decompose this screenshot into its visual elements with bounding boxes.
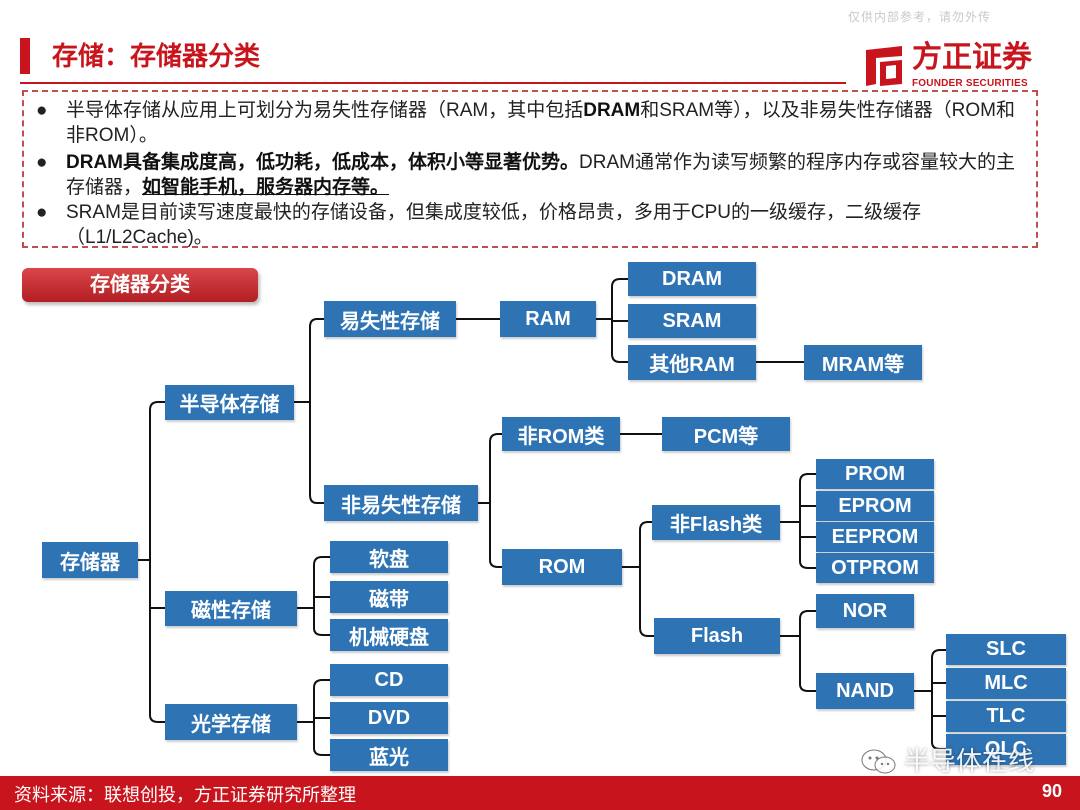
note-2-part-1: DRAM具备集成度高，低功耗，低成本，体积小等显著优势。	[66, 152, 579, 173]
wechat-icon	[861, 749, 896, 774]
note-item-2: ● DRAM具备集成度高，低功耗，低成本，体积小等显著优势。DRAM通常作为读写…	[36, 150, 1028, 200]
bullet-dot-icon: ●	[36, 100, 48, 121]
page-title: 存储：存储器分类	[52, 41, 261, 71]
node-pcm: PCM等	[662, 417, 790, 451]
node-eprom: EPROM	[816, 491, 934, 521]
note-text-3: SRAM是目前读写速度最快的存储设备，但集成度较低，价格昂贵，多用于CPU的一级…	[66, 200, 1028, 250]
node-slc: SLC	[946, 634, 1066, 665]
node-volatile-storage: 易失性存储	[324, 301, 456, 337]
node-qlc: QLC	[946, 734, 1066, 765]
bullet-dot-icon: ●	[36, 152, 48, 173]
logo-name-cn: 方正证券	[912, 41, 1032, 74]
source-note: 资料来源：联想创投，方正证券研究所整理	[14, 785, 356, 805]
node-mlc: MLC	[946, 668, 1066, 699]
node-dvd: DVD	[330, 702, 448, 734]
note-item-1: ● 半导体存储从应用上可划分为易失性存储器（RAM，其中包括DRAM和SRAM等…	[36, 98, 1028, 148]
node-ram: RAM	[500, 301, 596, 337]
note-1-part-1: 半导体存储从应用上可划分为易失性存储器（RAM，其中包括	[66, 100, 584, 121]
node-otprom: OTPROM	[816, 553, 934, 583]
note-2-part-2: DRAM通常作为读写频繁的程序内存或容量较大的主存储器，	[66, 152, 1015, 198]
node-semiconductor-storage: 半导体存储	[165, 385, 294, 420]
node-cd: CD	[330, 664, 448, 696]
node-optical-storage: 光学存储	[165, 704, 297, 740]
node-bluray: 蓝光	[330, 739, 448, 771]
node-dram: DRAM	[628, 262, 756, 296]
node-other-ram: 其他RAM	[628, 345, 756, 380]
title-divider	[20, 82, 846, 84]
node-rom: ROM	[502, 549, 622, 585]
note-1-part-3: 和SRAM等），以及非易失性存储器（ROM和非ROM）。	[66, 100, 1015, 146]
footer-bar	[0, 776, 1080, 810]
page-number: 90	[1041, 781, 1062, 801]
node-flash: Flash	[654, 618, 780, 654]
node-mram: MRAM等	[804, 345, 922, 380]
note-text-2: DRAM具备集成度高，低功耗，低成本，体积小等显著优势。DRAM通常作为读写频繁…	[66, 150, 1028, 200]
node-nonvolatile-storage: 非易失性存储	[324, 485, 478, 521]
node-non-rom: 非ROM类	[502, 417, 620, 451]
founder-logo-icon	[866, 46, 902, 86]
node-nand: NAND	[816, 673, 914, 709]
note-text-1: 半导体存储从应用上可划分为易失性存储器（RAM，其中包括DRAM和SRAM等），…	[66, 98, 1028, 148]
confidential-watermark: 仅供内部参考，请勿外传	[848, 10, 992, 24]
bullet-dot-icon: ●	[36, 202, 48, 223]
logo-name-en: FOUNDER SECURITIES	[912, 78, 1028, 89]
section-label: 存储器分类	[22, 268, 258, 302]
note-1-part-2: DRAM	[583, 100, 641, 121]
note-3-part-1: SRAM是目前读写速度最快的存储设备，但集成度较低，价格昂贵，多用于CPU的一级…	[66, 202, 922, 248]
node-tape: 磁带	[330, 581, 448, 613]
node-storage: 存储器	[42, 542, 138, 578]
node-eeprom: EEPROM	[816, 522, 934, 552]
node-hard-disk: 机械硬盘	[330, 619, 448, 651]
node-floppy-disk: 软盘	[330, 541, 448, 573]
notes-box: ● 半导体存储从应用上可划分为易失性存储器（RAM，其中包括DRAM和SRAM等…	[22, 90, 1038, 248]
node-tlc: TLC	[946, 701, 1066, 732]
note-2-part-3: 如智能手机，服务器内存等。	[142, 177, 390, 198]
wechat-watermark: 半导体在线	[904, 746, 1035, 776]
node-magnetic-storage: 磁性存储	[165, 591, 297, 626]
note-item-3: ● SRAM是目前读写速度最快的存储设备，但集成度较低，价格昂贵，多用于CPU的…	[36, 200, 1028, 250]
title-accent-bar	[20, 38, 30, 74]
node-non-flash: 非Flash类	[652, 505, 780, 540]
node-sram: SRAM	[628, 304, 756, 338]
node-prom: PROM	[816, 459, 934, 489]
node-nor: NOR	[816, 594, 914, 628]
